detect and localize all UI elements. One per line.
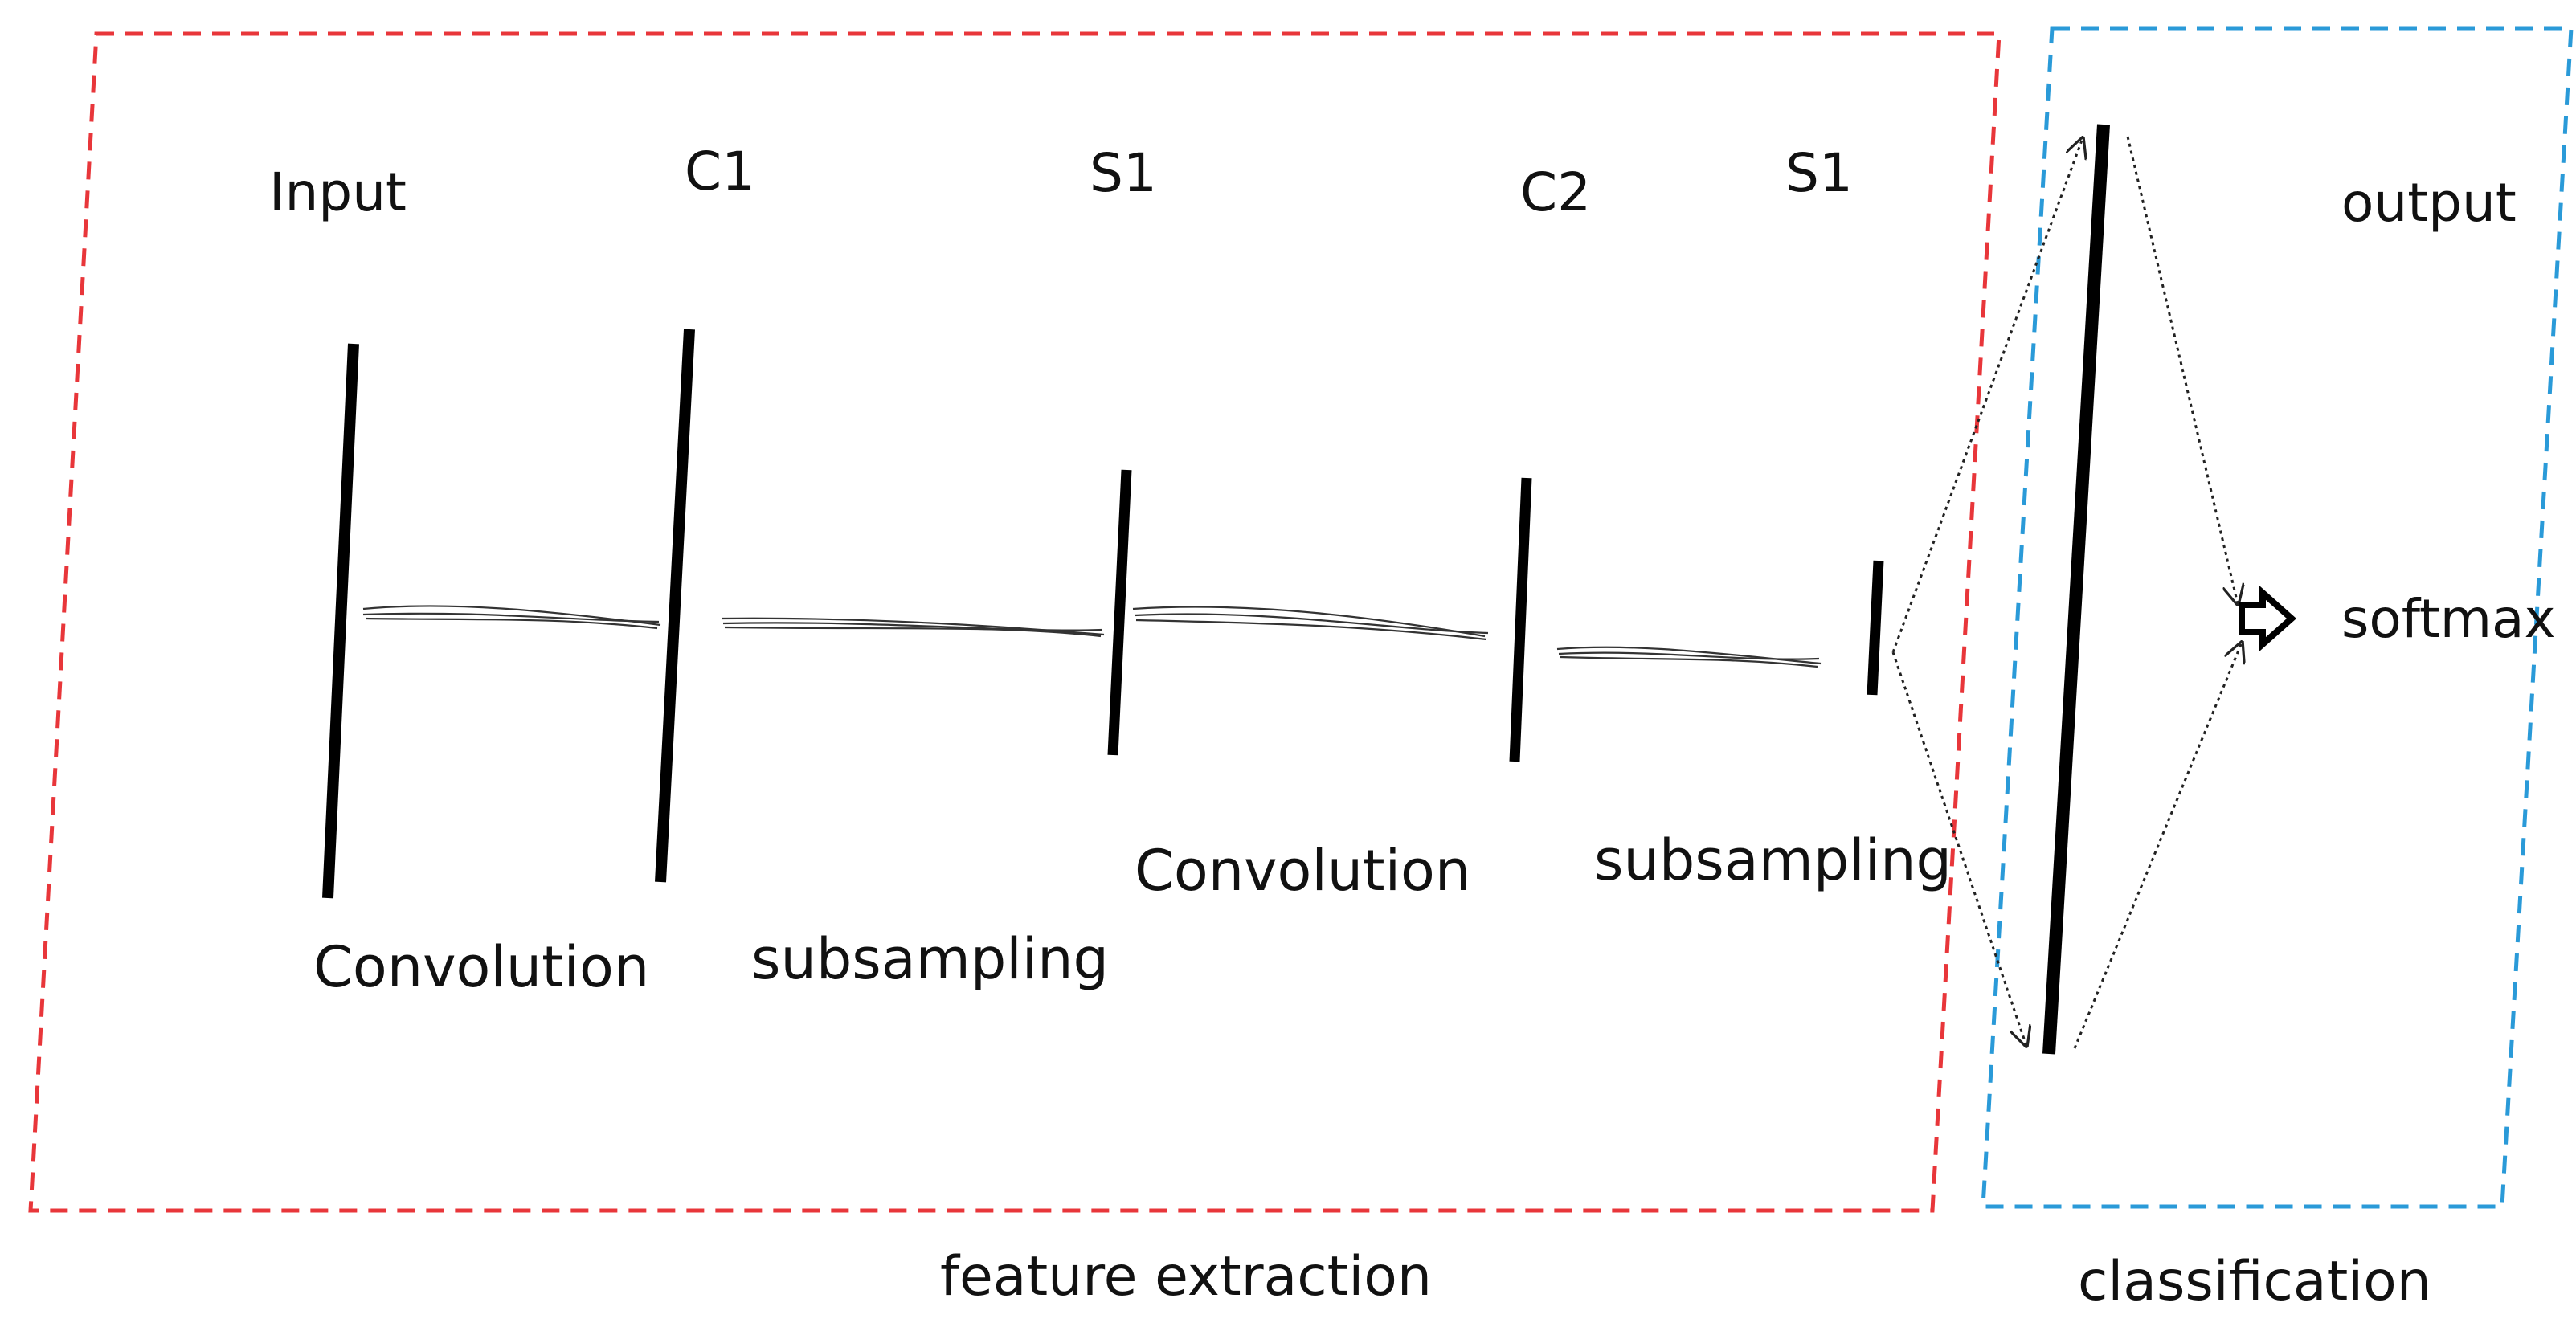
label-convolution-2: Convolution <box>1135 838 1470 904</box>
label-subsampling-1: subsampling <box>751 926 1109 992</box>
classification-frame <box>1981 26 2574 1209</box>
label-s1: S1 <box>1090 142 1157 204</box>
c2-layer-bar <box>1509 477 1532 762</box>
s1-layer-bar <box>1107 469 1132 756</box>
feature-extraction-frame <box>28 31 2002 1213</box>
arrow-fc-top-to-softmax <box>2126 136 2238 604</box>
arrow-to-fc-top <box>1891 138 2083 653</box>
label-feature-extraction: feature extraction <box>940 1245 1432 1309</box>
label-output: output <box>2341 172 2517 234</box>
s1-second-layer-bar <box>1867 560 1884 696</box>
label-s1-second: S1 <box>1785 142 1853 204</box>
label-c2: C2 <box>1520 161 1591 223</box>
c1-layer-bar <box>655 329 695 883</box>
convolution-2-connector <box>1132 606 1489 641</box>
input-layer-bar <box>322 343 359 899</box>
softmax-arrow-icon <box>2239 586 2297 651</box>
label-classification: classification <box>2078 1250 2431 1313</box>
subsampling-1-connector <box>721 617 1105 638</box>
fully-connected-layer-bar <box>2042 124 2110 1055</box>
label-softmax: softmax <box>2341 588 2556 650</box>
convolution-1-connector <box>362 605 661 630</box>
label-subsampling-2: subsampling <box>1594 827 1952 893</box>
arrow-fc-bottom-to-softmax <box>2073 643 2242 1049</box>
label-input: Input <box>269 161 407 223</box>
label-convolution-1: Convolution <box>313 934 649 1000</box>
label-c1: C1 <box>685 141 755 202</box>
subsampling-2-connector <box>1556 646 1822 668</box>
